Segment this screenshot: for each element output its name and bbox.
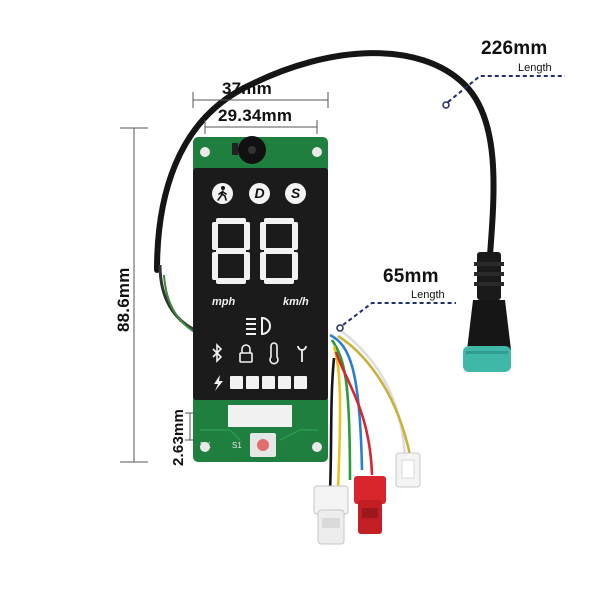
cable-length-caption: Length	[518, 62, 552, 74]
wire-length-caption: Length	[411, 289, 445, 301]
lock-icon	[239, 344, 253, 363]
buzzer	[232, 136, 266, 164]
main-cable	[154, 50, 497, 273]
battery-segment	[262, 376, 275, 389]
battery-segment	[278, 376, 291, 389]
pedestrian-icon	[217, 186, 227, 201]
callout-cable	[442, 75, 565, 109]
left-wire-green	[163, 274, 197, 334]
mode-d-button: D	[249, 183, 270, 204]
white-plug	[313, 485, 349, 545]
wrench-icon	[297, 345, 307, 362]
button-gap-label: 2.63mm	[170, 408, 187, 466]
battery-segment	[230, 376, 243, 389]
cable-connector	[463, 252, 511, 372]
headlight-icon	[246, 316, 271, 336]
red-plug	[354, 476, 386, 534]
right-wire-bundle	[328, 328, 412, 493]
cable-length-value: 226mm	[481, 38, 548, 59]
lightning-icon	[214, 375, 223, 391]
s1-button	[250, 433, 276, 457]
s1-label: S1	[232, 441, 242, 450]
walk-mode-button	[212, 183, 233, 204]
pk-label: PK	[200, 441, 211, 450]
small-white-plug	[395, 452, 421, 488]
callout-wires	[336, 302, 456, 332]
left-wire-bundle	[158, 264, 196, 332]
board-width-label: 37mm	[222, 79, 272, 98]
bluetooth-icon	[212, 343, 223, 363]
thermometer-icon	[269, 342, 279, 365]
battery-segment	[246, 376, 259, 389]
unit-mph: mph	[212, 296, 236, 308]
battery-segment	[294, 376, 307, 389]
speed-digits	[212, 218, 298, 284]
wire-length-value: 65mm	[383, 266, 439, 287]
board-height-label: 88.6mm	[114, 267, 133, 332]
unit-kmh: km/h	[283, 296, 309, 308]
mode-s-button: S	[285, 183, 306, 204]
battery-segments	[230, 376, 307, 389]
dimension-lines	[120, 92, 329, 463]
screen-width-label: 29.34mm	[218, 106, 293, 125]
